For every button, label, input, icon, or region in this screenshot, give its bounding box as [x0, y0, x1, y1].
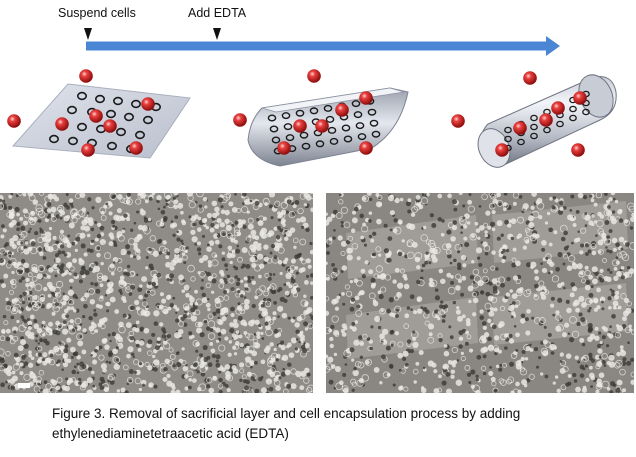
red-cell	[495, 143, 509, 157]
red-cell	[233, 113, 247, 127]
sheet-hole	[77, 91, 88, 101]
figure-caption-line-2: ethylenediaminetetraacetic acid (EDTA)	[52, 426, 289, 441]
figure-caption-line-1: Figure 3. Removal of sacrificial layer a…	[52, 406, 521, 421]
sheet-hole	[67, 105, 78, 115]
sheet-hole	[367, 108, 377, 116]
sheet-hole	[530, 132, 538, 140]
red-cell	[539, 113, 553, 127]
red-cell	[315, 119, 329, 133]
sheet-hole	[353, 111, 363, 119]
red-cell	[277, 141, 291, 155]
red-cell	[307, 69, 321, 83]
sheet-hole	[309, 107, 319, 115]
sheet-hole	[323, 104, 333, 112]
figure-caption: Figure 3. Removal of sacrificial layer a…	[52, 404, 612, 444]
sheet-hole	[285, 134, 295, 142]
red-cell	[335, 103, 349, 117]
sheet-hole	[569, 114, 577, 122]
sheet-hole	[269, 125, 279, 133]
label-add-edta: Add EDTA	[188, 6, 247, 20]
red-cell	[141, 97, 155, 111]
sheet-hole	[355, 122, 365, 130]
encapsulation-schematic	[7, 28, 617, 168]
marker-add-edta	[213, 28, 221, 40]
sheet-hole	[135, 130, 146, 140]
sheet-hole	[369, 119, 379, 127]
sheet-hole	[569, 105, 577, 113]
sheet-hole	[283, 123, 293, 131]
red-cell	[89, 109, 103, 123]
sheet-hole	[543, 126, 551, 134]
red-cell	[293, 119, 307, 133]
sheet-hole	[77, 122, 88, 132]
timeline-arrowhead	[546, 36, 560, 56]
red-cell	[79, 69, 93, 83]
sheet-hole	[143, 115, 154, 125]
sheet-hole	[327, 126, 337, 134]
sheet-hole	[48, 134, 59, 144]
sheet-hole	[517, 138, 525, 146]
label-suspend-cells: Suspend cells	[58, 6, 136, 20]
red-cell	[551, 101, 565, 115]
encapsulated-tube-band	[346, 215, 478, 279]
red-cell	[451, 114, 465, 128]
red-cell	[523, 71, 537, 85]
sheet-hole	[301, 142, 311, 150]
sheet-hole	[504, 126, 512, 134]
sheet-hole	[315, 140, 325, 148]
sheet-hole	[281, 112, 291, 120]
red-cell	[55, 117, 69, 131]
sheet-hole	[131, 99, 142, 109]
sheet-hole	[357, 133, 367, 141]
scale-bar	[18, 383, 30, 388]
sheet-hole	[271, 136, 281, 144]
sheet-hole	[107, 141, 118, 151]
sheet-hole	[95, 94, 106, 104]
sheet-hole	[295, 109, 305, 117]
stage-flat-sheet	[11, 83, 191, 159]
sheet-hole	[582, 108, 590, 116]
red-cell	[513, 121, 527, 135]
sheet-hole	[504, 135, 512, 143]
sheet-hole	[556, 120, 564, 128]
red-cell	[359, 141, 373, 155]
sheet-hole	[299, 131, 309, 139]
sheet-hole	[106, 109, 117, 119]
sheet-hole	[343, 135, 353, 143]
sheet-hole	[113, 96, 124, 106]
sheet-hole	[116, 127, 127, 137]
sheet-hole	[325, 115, 335, 123]
red-cell	[571, 143, 585, 157]
marker-suspend-cells	[84, 28, 92, 40]
sheet-hole	[351, 100, 361, 108]
micrograph-left	[0, 193, 313, 393]
sheet-hole	[124, 112, 135, 122]
red-cell	[359, 91, 373, 105]
red-cell	[103, 119, 117, 133]
sheet-hole	[329, 137, 339, 145]
red-cell	[7, 114, 21, 128]
micrograph-right	[326, 193, 634, 393]
red-cell	[81, 143, 95, 157]
red-cell	[573, 91, 587, 105]
sheet-hole	[68, 136, 79, 146]
sheet-hole	[267, 114, 277, 122]
red-cell	[129, 141, 143, 155]
sheet-hole	[530, 114, 538, 122]
sheet-hole	[341, 124, 351, 132]
sheet-hole	[371, 130, 381, 138]
sheet-hole	[530, 123, 538, 131]
